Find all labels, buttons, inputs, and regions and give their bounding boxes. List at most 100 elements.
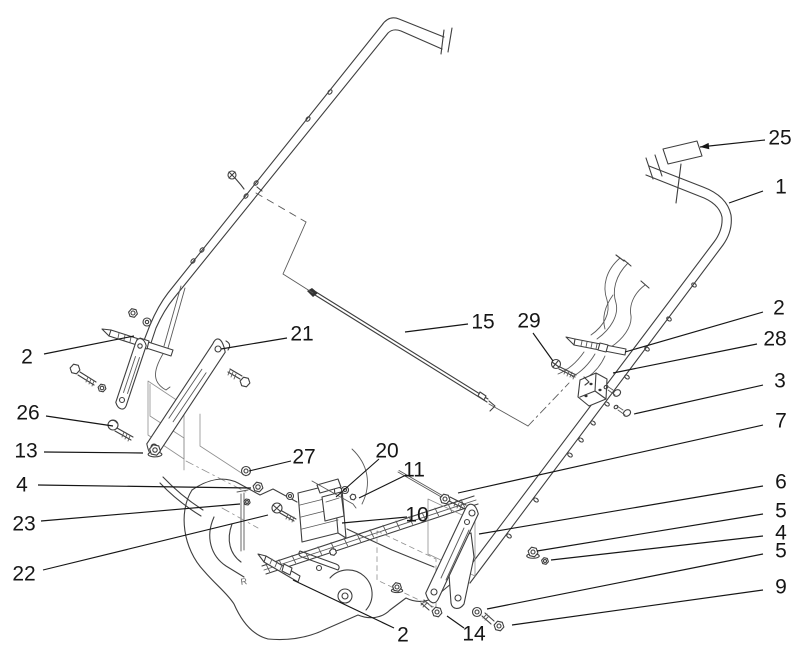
callout-14: 14	[446, 615, 486, 646]
tube-outline	[460, 174, 723, 579]
brace-arm-21	[146, 338, 226, 458]
clamp-screws	[603, 384, 632, 417]
washer	[142, 317, 152, 327]
part-number-label: 4	[16, 474, 28, 497]
hex-fastener	[526, 546, 540, 559]
part-number-label: 29	[517, 310, 540, 333]
part-number-label: 13	[14, 440, 37, 463]
tube-holes	[190, 89, 333, 264]
callout-27: 27	[248, 446, 316, 472]
hex-fastener	[128, 308, 138, 318]
part-number-label: 2	[397, 624, 409, 647]
callout-25: 25	[699, 127, 792, 150]
deck-molded-mark: R	[240, 576, 248, 587]
hex-fastener	[493, 620, 505, 632]
callout-28: 28	[612, 328, 787, 374]
hex-fastener	[349, 493, 357, 501]
tube-outline	[469, 165, 732, 584]
part-number-label: 21	[290, 323, 313, 346]
hex-fastener	[243, 498, 251, 506]
tube-outline	[149, 29, 443, 347]
part-number-label: 26	[16, 402, 39, 425]
upper-handle-tube	[142, 17, 453, 347]
latch-bracket-assembly	[221, 448, 445, 543]
callout-5: 5	[486, 540, 787, 610]
cable-clamp	[577, 372, 608, 407]
hex-fastener	[541, 557, 549, 565]
left-bracket-assembly	[77, 285, 247, 493]
part-number-label: 28	[763, 328, 786, 351]
tube-break-marks	[440, 27, 453, 55]
hex-bolt	[227, 368, 243, 380]
tube-tab	[256, 186, 263, 192]
callout-7: 7	[457, 410, 787, 494]
bolt-7	[448, 496, 467, 510]
callout-23: 23	[12, 503, 241, 536]
part-number-label: 14	[462, 623, 486, 646]
throttle-cable	[307, 288, 496, 412]
callout-4: 4	[550, 522, 787, 561]
diagram-artwork: R	[69, 17, 732, 641]
hex-fastener	[390, 582, 404, 594]
hex-fastener	[147, 444, 163, 458]
screw-26	[107, 419, 134, 442]
callout-15: 15	[404, 311, 495, 334]
bolt-29	[550, 358, 577, 380]
part-number-label: 1	[775, 176, 787, 199]
wire-harness	[557, 254, 650, 378]
hex-bolt	[77, 371, 97, 387]
washer	[471, 606, 483, 618]
hex-fastener	[252, 481, 264, 493]
callout-2: 2	[624, 297, 785, 353]
callout-10: 10	[341, 504, 429, 527]
callout-5: 5	[536, 500, 787, 552]
part-number-label: 2	[773, 297, 785, 320]
callout-13: 13	[14, 440, 144, 463]
right-bracket-assembly	[376, 496, 479, 609]
hex-fastener	[97, 383, 107, 393]
part-number-label: 20	[375, 440, 398, 463]
callout-26: 26	[16, 402, 114, 427]
callout-6: 6	[478, 471, 787, 535]
part-number-label: 3	[774, 370, 786, 393]
part-number-label: 6	[775, 471, 787, 494]
bolt-22	[271, 502, 297, 523]
part-number-label: 5	[775, 540, 787, 563]
part-number-label: 9	[775, 576, 787, 599]
tube-break-marks	[645, 154, 663, 180]
hex-fastener	[439, 493, 451, 505]
part-number-label: 10	[405, 504, 428, 527]
callout-20: 20	[335, 440, 399, 498]
tube-outline	[142, 17, 445, 344]
callout-29: 29	[517, 310, 554, 362]
washer	[285, 491, 295, 501]
cable-tie-right	[565, 336, 627, 356]
callout-3: 3	[633, 370, 786, 415]
tube-holes	[506, 282, 697, 539]
part-number-label: 4	[775, 522, 787, 545]
part-number-label: 27	[292, 446, 315, 469]
washer	[240, 465, 252, 477]
callout-2: 2	[21, 335, 135, 369]
callout-2: 2	[292, 579, 409, 647]
lower-handle-tube	[460, 154, 732, 584]
part-number-label: 22	[12, 563, 35, 586]
bolt-9	[481, 612, 495, 625]
callout-1: 1	[728, 176, 787, 204]
part-number-label: 15	[471, 311, 494, 334]
part-number-label: 5	[775, 500, 787, 523]
callout-21: 21	[220, 323, 314, 350]
part-number-label: 25	[768, 127, 791, 150]
hex-fastener	[239, 376, 251, 388]
part-number-label: 23	[12, 513, 35, 536]
part-number-label: 2	[21, 346, 33, 369]
hex-fastener	[329, 548, 337, 556]
phantom-connectors	[255, 192, 570, 427]
callout-22: 22	[12, 514, 269, 586]
callout-9: 9	[511, 576, 787, 626]
callout-11: 11	[358, 459, 425, 499]
hex-fastener	[69, 363, 81, 375]
